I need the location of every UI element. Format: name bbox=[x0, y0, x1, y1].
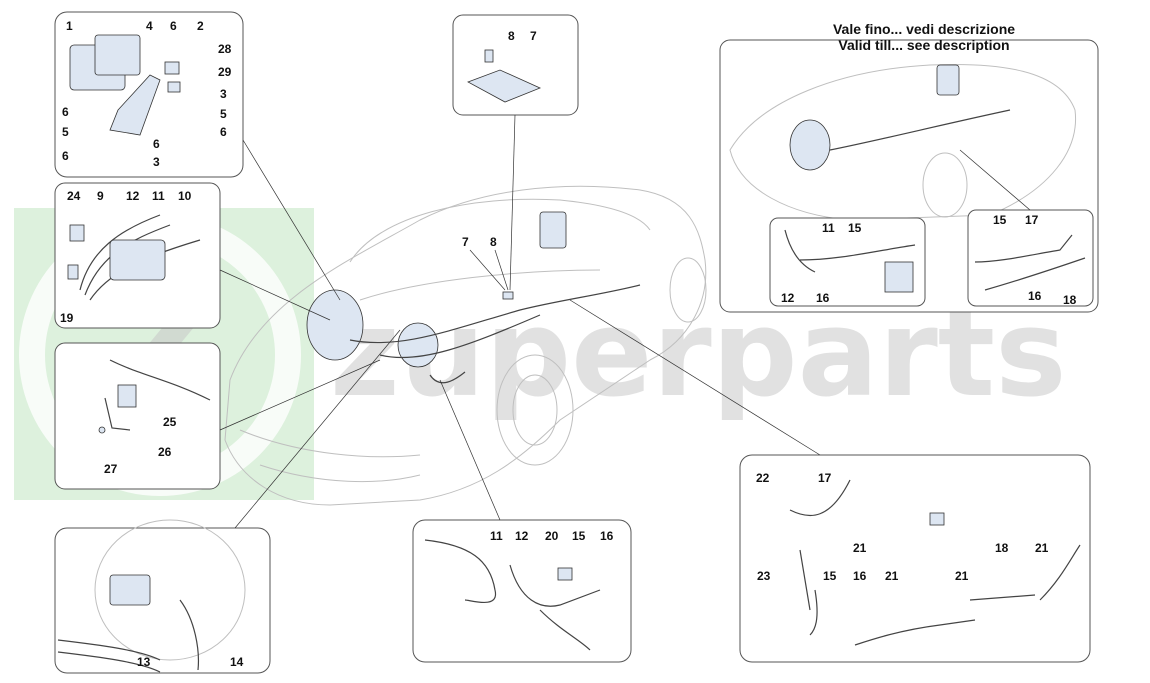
callout-valid-16b: 16 bbox=[1028, 289, 1042, 303]
callout-valid-17: 17 bbox=[1025, 213, 1039, 227]
callout-br-18: 18 bbox=[995, 541, 1009, 555]
callout-bottom-mid-12: 12 bbox=[515, 529, 529, 543]
callout-abs-3b: 3 bbox=[153, 155, 160, 169]
lines-bottom-mid-box: 11 12 20 15 16 bbox=[412, 379, 632, 663]
callout-br-21c: 21 bbox=[955, 569, 969, 583]
callout-abs-6e: 6 bbox=[62, 149, 69, 163]
callout-center-8: 8 bbox=[490, 235, 497, 249]
header-line-2: Valid till... see description bbox=[838, 37, 1009, 53]
callout-lines-19: 19 bbox=[60, 311, 74, 325]
brake-assembly-center: 7 8 bbox=[306, 211, 641, 384]
callout-sensor-7: 7 bbox=[530, 29, 537, 43]
callout-bottom-mid-20: 20 bbox=[545, 529, 559, 543]
callout-br-21d: 21 bbox=[1035, 541, 1049, 555]
callout-lines-24: 24 bbox=[67, 189, 81, 203]
callout-abs-3a: 3 bbox=[220, 87, 227, 101]
callout-abs-5a: 5 bbox=[220, 107, 227, 121]
callout-abs-28: 28 bbox=[218, 42, 232, 56]
callout-br-21a: 21 bbox=[853, 541, 867, 555]
callout-valid-16a: 16 bbox=[816, 291, 830, 305]
lines-box: 24 9 12 11 10 19 bbox=[54, 182, 331, 329]
callout-br-23: 23 bbox=[757, 569, 771, 583]
callout-br-17: 17 bbox=[818, 471, 832, 485]
callout-abs-5b: 5 bbox=[62, 125, 69, 139]
callout-lines-12: 12 bbox=[126, 189, 140, 203]
callout-br-22: 22 bbox=[756, 471, 770, 485]
callout-valid-15b: 15 bbox=[993, 213, 1007, 227]
callout-lines-9: 9 bbox=[97, 189, 104, 203]
callout-br-15: 15 bbox=[823, 569, 837, 583]
callout-bottom-mid-15: 15 bbox=[572, 529, 586, 543]
callout-br-16: 16 bbox=[853, 569, 867, 583]
callout-bottom-mid-11: 11 bbox=[490, 529, 503, 543]
callout-abs-6c: 6 bbox=[62, 105, 69, 119]
callout-abs-6a: 6 bbox=[170, 19, 177, 33]
callout-valid-12: 12 bbox=[781, 291, 795, 305]
callout-booster-14: 14 bbox=[230, 655, 244, 669]
callout-center-7: 7 bbox=[462, 235, 469, 249]
callout-abs-29: 29 bbox=[218, 65, 232, 79]
header-line-1: Vale fino... vedi descrizione bbox=[833, 21, 1015, 37]
callout-clip-26: 26 bbox=[158, 445, 172, 459]
callout-bottom-mid-16: 16 bbox=[600, 529, 614, 543]
callout-abs-6b: 6 bbox=[220, 125, 227, 139]
callout-lines-11: 11 bbox=[152, 189, 165, 203]
callout-abs-1: 1 bbox=[66, 19, 73, 33]
callout-valid-15a: 15 bbox=[848, 221, 862, 235]
booster-box: 13 14 bbox=[54, 329, 401, 674]
callout-sensor-8: 8 bbox=[508, 29, 515, 43]
callout-abs-6d: 6 bbox=[153, 137, 160, 151]
abs-unit-box: 1 4 6 2 28 29 3 5 6 6 5 6 3 6 bbox=[54, 11, 341, 301]
callout-booster-13: 13 bbox=[137, 655, 151, 669]
car-outline bbox=[224, 185, 707, 506]
callout-br-21b: 21 bbox=[885, 569, 899, 583]
callout-abs-4: 4 bbox=[146, 19, 153, 33]
callout-clip-27: 27 bbox=[104, 462, 118, 476]
lines-bottom-right-box: 22 17 21 23 15 16 21 21 18 21 bbox=[569, 299, 1091, 663]
valid-till-box: Vale fino... vedi descrizione Valid till… bbox=[719, 21, 1099, 313]
callout-valid-18: 18 bbox=[1063, 293, 1077, 307]
callout-valid-11: 11 bbox=[822, 221, 835, 235]
clip-box: 25 26 27 bbox=[54, 342, 381, 490]
callout-clip-25: 25 bbox=[163, 415, 177, 429]
sensor-box: 8 7 bbox=[452, 14, 579, 291]
callout-abs-2: 2 bbox=[197, 19, 204, 33]
callout-lines-10: 10 bbox=[178, 189, 192, 203]
